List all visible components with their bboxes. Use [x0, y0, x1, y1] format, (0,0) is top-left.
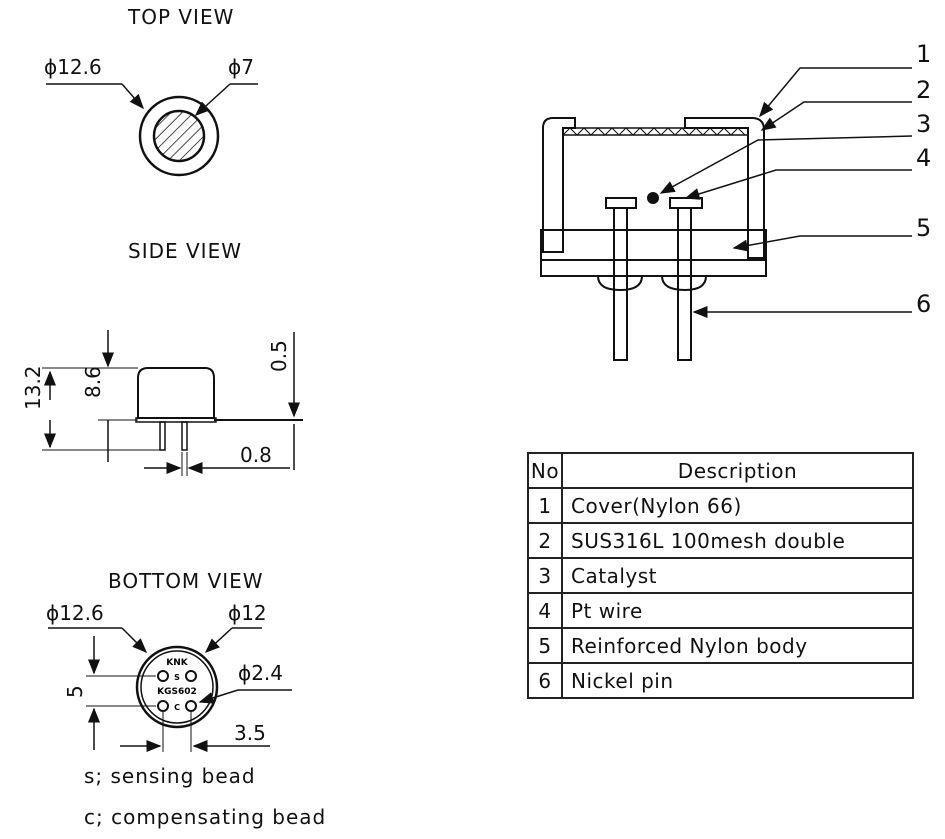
note-sensing-bead: s; sensing bead: [84, 764, 256, 788]
table-cell-no: 5: [527, 627, 563, 664]
callout-5: 5: [916, 214, 931, 242]
side-body-height: 8.6: [81, 366, 105, 398]
callout-1: 1: [916, 40, 931, 68]
top-outer-circle: [138, 95, 220, 177]
bottom-outer-circle: [135, 645, 219, 729]
table-header-no: No: [527, 452, 563, 489]
table-cell-description: SUS316L 100mesh double: [561, 522, 914, 559]
side-gap: 0.5: [267, 340, 291, 372]
table-row: 6 Nickel pin: [527, 662, 914, 699]
top-view-outer-dia: ϕ12.6: [44, 55, 102, 79]
table-cell-no: 2: [527, 522, 563, 559]
callout-3: 3: [916, 110, 931, 138]
top-mesh-circle: [152, 109, 206, 163]
side-view-title: SIDE VIEW: [128, 239, 242, 263]
bottom-inner-dia: ϕ12: [228, 601, 267, 625]
table-header-description: Description: [561, 452, 914, 489]
table-cell-description: Catalyst: [561, 557, 914, 594]
bottom-marking-2: KGS602: [157, 687, 197, 697]
bottom-view: BOTTOM VIEW ϕ12.6 ϕ12 ϕ2.4 KNK S KGS602 …: [46, 569, 292, 752]
bottom-pin-circle-dia: ϕ2.4: [238, 661, 283, 685]
table-cell-description: Cover(Nylon 66): [561, 487, 914, 524]
table-cell-no: 1: [527, 487, 563, 524]
table-cell-no: 3: [527, 557, 563, 594]
table-row: 3 Catalyst: [527, 557, 914, 594]
table-cell-no: 4: [527, 592, 563, 629]
side-total-height: 13.2: [21, 365, 45, 410]
callout-6: 6: [916, 290, 931, 318]
top-view-title: TOP VIEW: [127, 5, 234, 29]
cross-section: 1 2 3 4 5 6: [540, 40, 931, 361]
bottom-vertical-spacing: 5: [63, 685, 87, 698]
top-view-inner-dia: ϕ7: [228, 55, 254, 79]
table-cell-description: Pt wire: [561, 592, 914, 629]
parts-table: No Description 1 Cover(Nylon 66) 2 SUS31…: [527, 452, 914, 699]
bottom-pin-c-label: C: [174, 703, 180, 712]
note-compensating-bead: c; compensating bead: [84, 805, 327, 829]
callout-2: 2: [916, 76, 931, 104]
table-cell-no: 6: [527, 662, 563, 699]
table-row: 1 Cover(Nylon 66): [527, 487, 914, 524]
table-cell-description: Reinforced Nylon body: [561, 627, 914, 664]
table-row: 2 SUS316L 100mesh double: [527, 522, 914, 559]
side-pin-dia: 0.8: [240, 443, 272, 467]
side-body: [137, 367, 215, 419]
table-cell-description: Nickel pin: [561, 662, 914, 699]
callout-4: 4: [916, 144, 931, 172]
top-view: TOP VIEW ϕ12.6 ϕ7: [44, 5, 258, 177]
bottom-marking-1: KNK: [166, 658, 189, 668]
bottom-view-title: BOTTOM VIEW: [108, 569, 264, 593]
bottom-pin-s-label: S: [174, 673, 180, 682]
bottom-inner-circle: [140, 650, 214, 724]
table-row: 4 Pt wire: [527, 592, 914, 629]
side-view: SIDE VIEW 13.2 8.6 0.5 0.8: [21, 239, 303, 476]
bottom-outer-dia: ϕ12.6: [46, 601, 104, 625]
table-header-row: No Description: [527, 452, 914, 489]
table-row: 5 Reinforced Nylon body: [527, 627, 914, 664]
bottom-horizontal-spacing: 3.5: [234, 721, 266, 745]
